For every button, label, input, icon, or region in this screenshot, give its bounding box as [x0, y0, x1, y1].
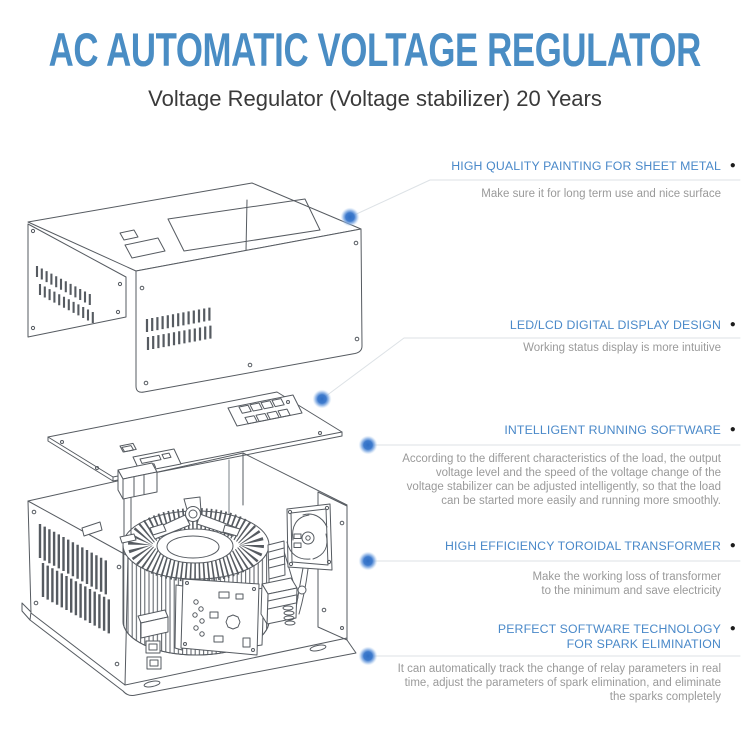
callout-description: According to the different characteristi…	[297, 452, 737, 508]
callout-heading-text: HIGH EFFICIENCY TOROIDAL TRANSFORMER	[445, 539, 721, 553]
relay-contactor	[260, 540, 307, 626]
desc-line: the sparks completely	[609, 691, 721, 703]
callout-description: Make sure it for long term use and nice …	[297, 187, 737, 201]
desc-line: time, adjust the parameters of spark eli…	[404, 677, 721, 689]
bullet-marker-icon: ●	[729, 623, 736, 634]
desc-line: can be started more easily and running m…	[441, 495, 721, 507]
callout-description: It can automatically track the change of…	[297, 662, 737, 704]
page-subtitle: Voltage Regulator (Voltage stabilizer) 2…	[148, 86, 602, 111]
callout-heading: HIGH EFFICIENCY TOROIDAL TRANSFORMER ●	[297, 539, 737, 553]
callout-description: Working status display is more intuitive	[297, 341, 737, 355]
leader-dot-5	[358, 646, 378, 666]
leader-dot-4	[358, 551, 378, 571]
callout-heading: PERFECT SOFTWARE TECHNOLOGY FOR SPARK EL…	[297, 622, 737, 652]
callout-heading-text: LED/LCD DIGITAL DISPLAY DESIGN	[509, 318, 721, 332]
desc-line: Working status display is more intuitive	[523, 342, 721, 354]
callout-heading: HIGH QUALITY PAINTING FOR SHEET METAL ●	[297, 159, 737, 173]
sheet-metal-cover	[27, 182, 363, 393]
callout-heading-text: FOR SPARK ELIMINATION	[566, 637, 721, 651]
desc-line: voltage level and the speed of the volta…	[435, 467, 721, 479]
bullet-marker-icon: ●	[729, 160, 736, 171]
leader-dot-3	[358, 435, 378, 455]
chassis-base-flange	[21, 602, 357, 696]
leader-dot-2	[312, 389, 332, 409]
control-panel-plate	[47, 391, 343, 544]
bullet-marker-icon: ●	[729, 319, 736, 330]
page-title: AC AUTOMATIC VOLTAGE REGULATOR	[48, 23, 702, 76]
desc-line: According to the different characteristi…	[402, 453, 721, 465]
callout-toroidal-transformer: HIGH EFFICIENCY TOROIDAL TRANSFORMER ● M…	[297, 539, 737, 598]
pcb-circuit-board	[174, 578, 265, 656]
desc-line: Make sure it for long term use and nice …	[481, 188, 721, 200]
callout-heading-text: HIGH QUALITY PAINTING FOR SHEET METAL	[451, 159, 721, 173]
leader-dot-1	[340, 207, 360, 227]
callout-heading: INTELLIGENT RUNNING SOFTWARE ●	[297, 423, 737, 437]
desc-line: Make the working loss of transformer	[532, 571, 721, 583]
bullet-marker-icon: ●	[729, 424, 736, 435]
leader-line-1	[349, 179, 741, 218]
bullet-marker-icon: ●	[729, 540, 736, 551]
callout-heading: LED/LCD DIGITAL DISPLAY DESIGN ●	[297, 318, 737, 332]
callout-display-design: LED/LCD DIGITAL DISPLAY DESIGN ● Working…	[297, 318, 737, 355]
callout-sheet-metal: HIGH QUALITY PAINTING FOR SHEET METAL ● …	[297, 159, 737, 201]
leader-line-2	[321, 337, 741, 400]
desc-line: It can automatically track the change of…	[397, 663, 721, 675]
callout-intelligent-software: INTELLIGENT RUNNING SOFTWARE ● According…	[297, 423, 737, 508]
callout-spark-elimination: PERFECT SOFTWARE TECHNOLOGY FOR SPARK EL…	[297, 622, 737, 704]
callout-heading-text: INTELLIGENT RUNNING SOFTWARE	[504, 423, 721, 437]
desc-line: voltage stabilizer can be adjusted intel…	[406, 481, 721, 493]
interior-bracket-sockets	[137, 609, 169, 670]
callout-description: Make the working loss of transformer to …	[297, 570, 737, 598]
desc-line: to the minimum and save electricity	[541, 585, 721, 597]
callout-heading-text: PERFECT SOFTWARE TECHNOLOGY	[497, 622, 721, 636]
